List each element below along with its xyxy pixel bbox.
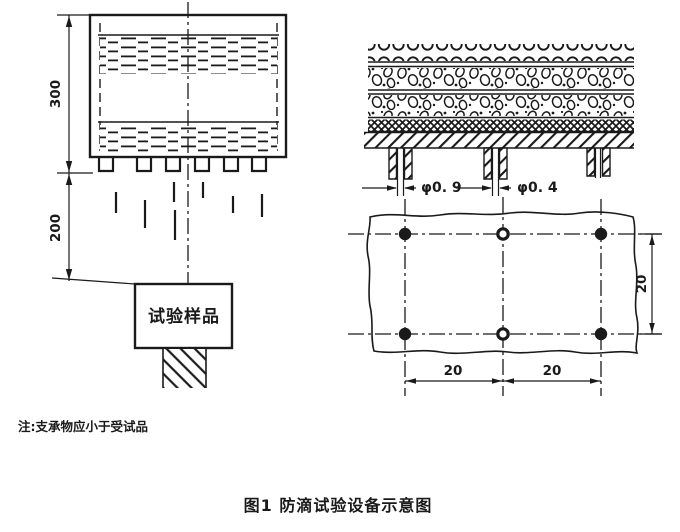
section-nozzle-bores [396, 148, 602, 196]
dim-200-label: 200 [48, 214, 64, 242]
plan-dimension-arrows [406, 235, 655, 384]
figure-note: 注:支承物应小于受试品 [18, 419, 148, 434]
nozzle-hole-ring [496, 227, 510, 241]
nozzle-hole [594, 227, 608, 241]
plan-dim-h2-label: 20 [543, 363, 562, 379]
nozzle-hole [398, 327, 412, 341]
gravel-layer-1 [368, 68, 634, 89]
nozzle-hole [594, 327, 608, 341]
front-view: 300 200 试验样品 [48, 2, 288, 388]
nozzle-hole [398, 227, 412, 241]
plan-dim-h1-label: 20 [444, 363, 463, 379]
nozzle-hole-ring [496, 327, 510, 341]
drip-plate-hatch [364, 132, 634, 148]
drip-lines [114, 182, 264, 240]
test-sample-box [133, 282, 234, 350]
test-sample-label: 试验样品 [148, 306, 220, 327]
plan-view: 20 20 20 [348, 197, 665, 396]
plan-dimension-lines [405, 233, 662, 382]
dim-300-label: 300 [48, 80, 64, 108]
section-view: φ0. 9 φ0. 4 [362, 44, 634, 196]
bore-dia-small-label: φ0. 4 [517, 180, 558, 196]
mesh-layer [368, 119, 634, 131]
front-dimension-lines [51, 14, 136, 285]
plan-dim-v-label: 20 [634, 275, 650, 294]
bead-layer [368, 44, 634, 61]
bore-dia-large-label: φ0. 9 [421, 180, 462, 196]
plan-centerlines [348, 197, 665, 396]
support-pedestal-hatch [163, 349, 206, 388]
figure-caption: 图1 防滴试验设备示意图 [244, 496, 433, 515]
gravel-layer-2 [368, 95, 634, 116]
bore-dimension-arrows [387, 185, 509, 191]
plan-broken-outline [366, 211, 639, 355]
layer-separator-lines [368, 61, 634, 133]
section-nozzle-walls [388, 147, 611, 180]
drip-nozzles [97, 158, 268, 173]
support-pedestal-sides [162, 349, 207, 388]
